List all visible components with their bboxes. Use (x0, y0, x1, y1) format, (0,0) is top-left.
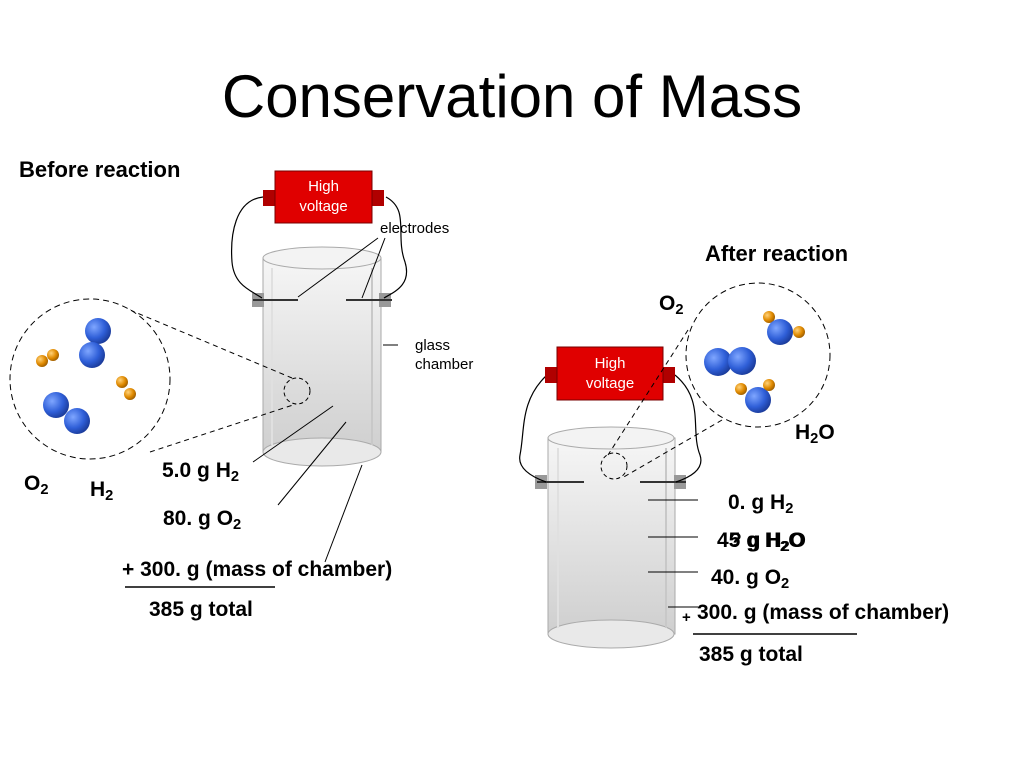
h2-atom (79, 342, 105, 368)
right-electrodes (519, 374, 702, 489)
mass-h2-after: 0. g H2 (728, 491, 794, 518)
left-electrodes (231, 196, 408, 346)
o-atom (124, 388, 136, 400)
right-battery-label: High voltage (585, 355, 635, 392)
total-after: 385 g total (699, 643, 803, 666)
right-molecules (704, 311, 805, 413)
mass-h2o-after-a: 45 g H2O (717, 529, 805, 556)
h2-molecule-label: H2 (90, 478, 114, 505)
right-battery (545, 346, 675, 401)
left-battery (263, 170, 384, 224)
mass-h2-before: 5.0 g H2 (162, 459, 240, 486)
o-atom (116, 376, 128, 388)
h2-atom (64, 408, 90, 434)
o2-atom (704, 348, 732, 376)
right-pointer-lines (648, 499, 857, 635)
electrodes-label: electrodes (380, 220, 450, 237)
before-reaction-heading: Before reaction (19, 157, 181, 182)
h2o-o-atom (745, 387, 771, 413)
page-title: Conservation of Mass (221, 63, 803, 130)
mass-o2-before: 80. g O2 (163, 507, 242, 534)
o2-molecule-label: O2 (24, 472, 49, 499)
o-atom (793, 326, 805, 338)
total-before: 385 g total (149, 598, 253, 621)
after-reaction-heading: After reaction (705, 241, 849, 266)
o-atom (735, 383, 747, 395)
left-battery-label: High voltage (299, 178, 348, 215)
right-zoom-bubble (600, 282, 831, 480)
o-atom (36, 355, 48, 367)
h2o-o-atom (767, 319, 793, 345)
chamber-plus-sign: + (682, 609, 691, 626)
o-atom (47, 349, 59, 361)
left-molecules (36, 318, 136, 434)
o2-molecule-label-after: O2 (659, 292, 684, 319)
o-atom (763, 379, 775, 391)
left-zoom-bubble (9, 298, 311, 460)
h2-atom (85, 318, 111, 344)
h2o-molecule-label-after: H2O (795, 421, 835, 448)
mass-h2o-after-b: ? g H2O (729, 529, 807, 556)
mass-chamber-after: 300. g (mass of chamber) (697, 601, 950, 624)
left-pointer-lines (125, 405, 363, 588)
left-glass-chamber (262, 246, 382, 467)
o2-atom (728, 347, 756, 375)
mass-o2-after: 40. g O2 (711, 566, 790, 593)
right-glass-chamber (547, 426, 676, 649)
h2-atom (43, 392, 69, 418)
o-atom (763, 311, 775, 323)
glass-chamber-label: glass chamber (415, 337, 474, 373)
mass-chamber-before: + 300. g (mass of chamber) (122, 558, 393, 581)
